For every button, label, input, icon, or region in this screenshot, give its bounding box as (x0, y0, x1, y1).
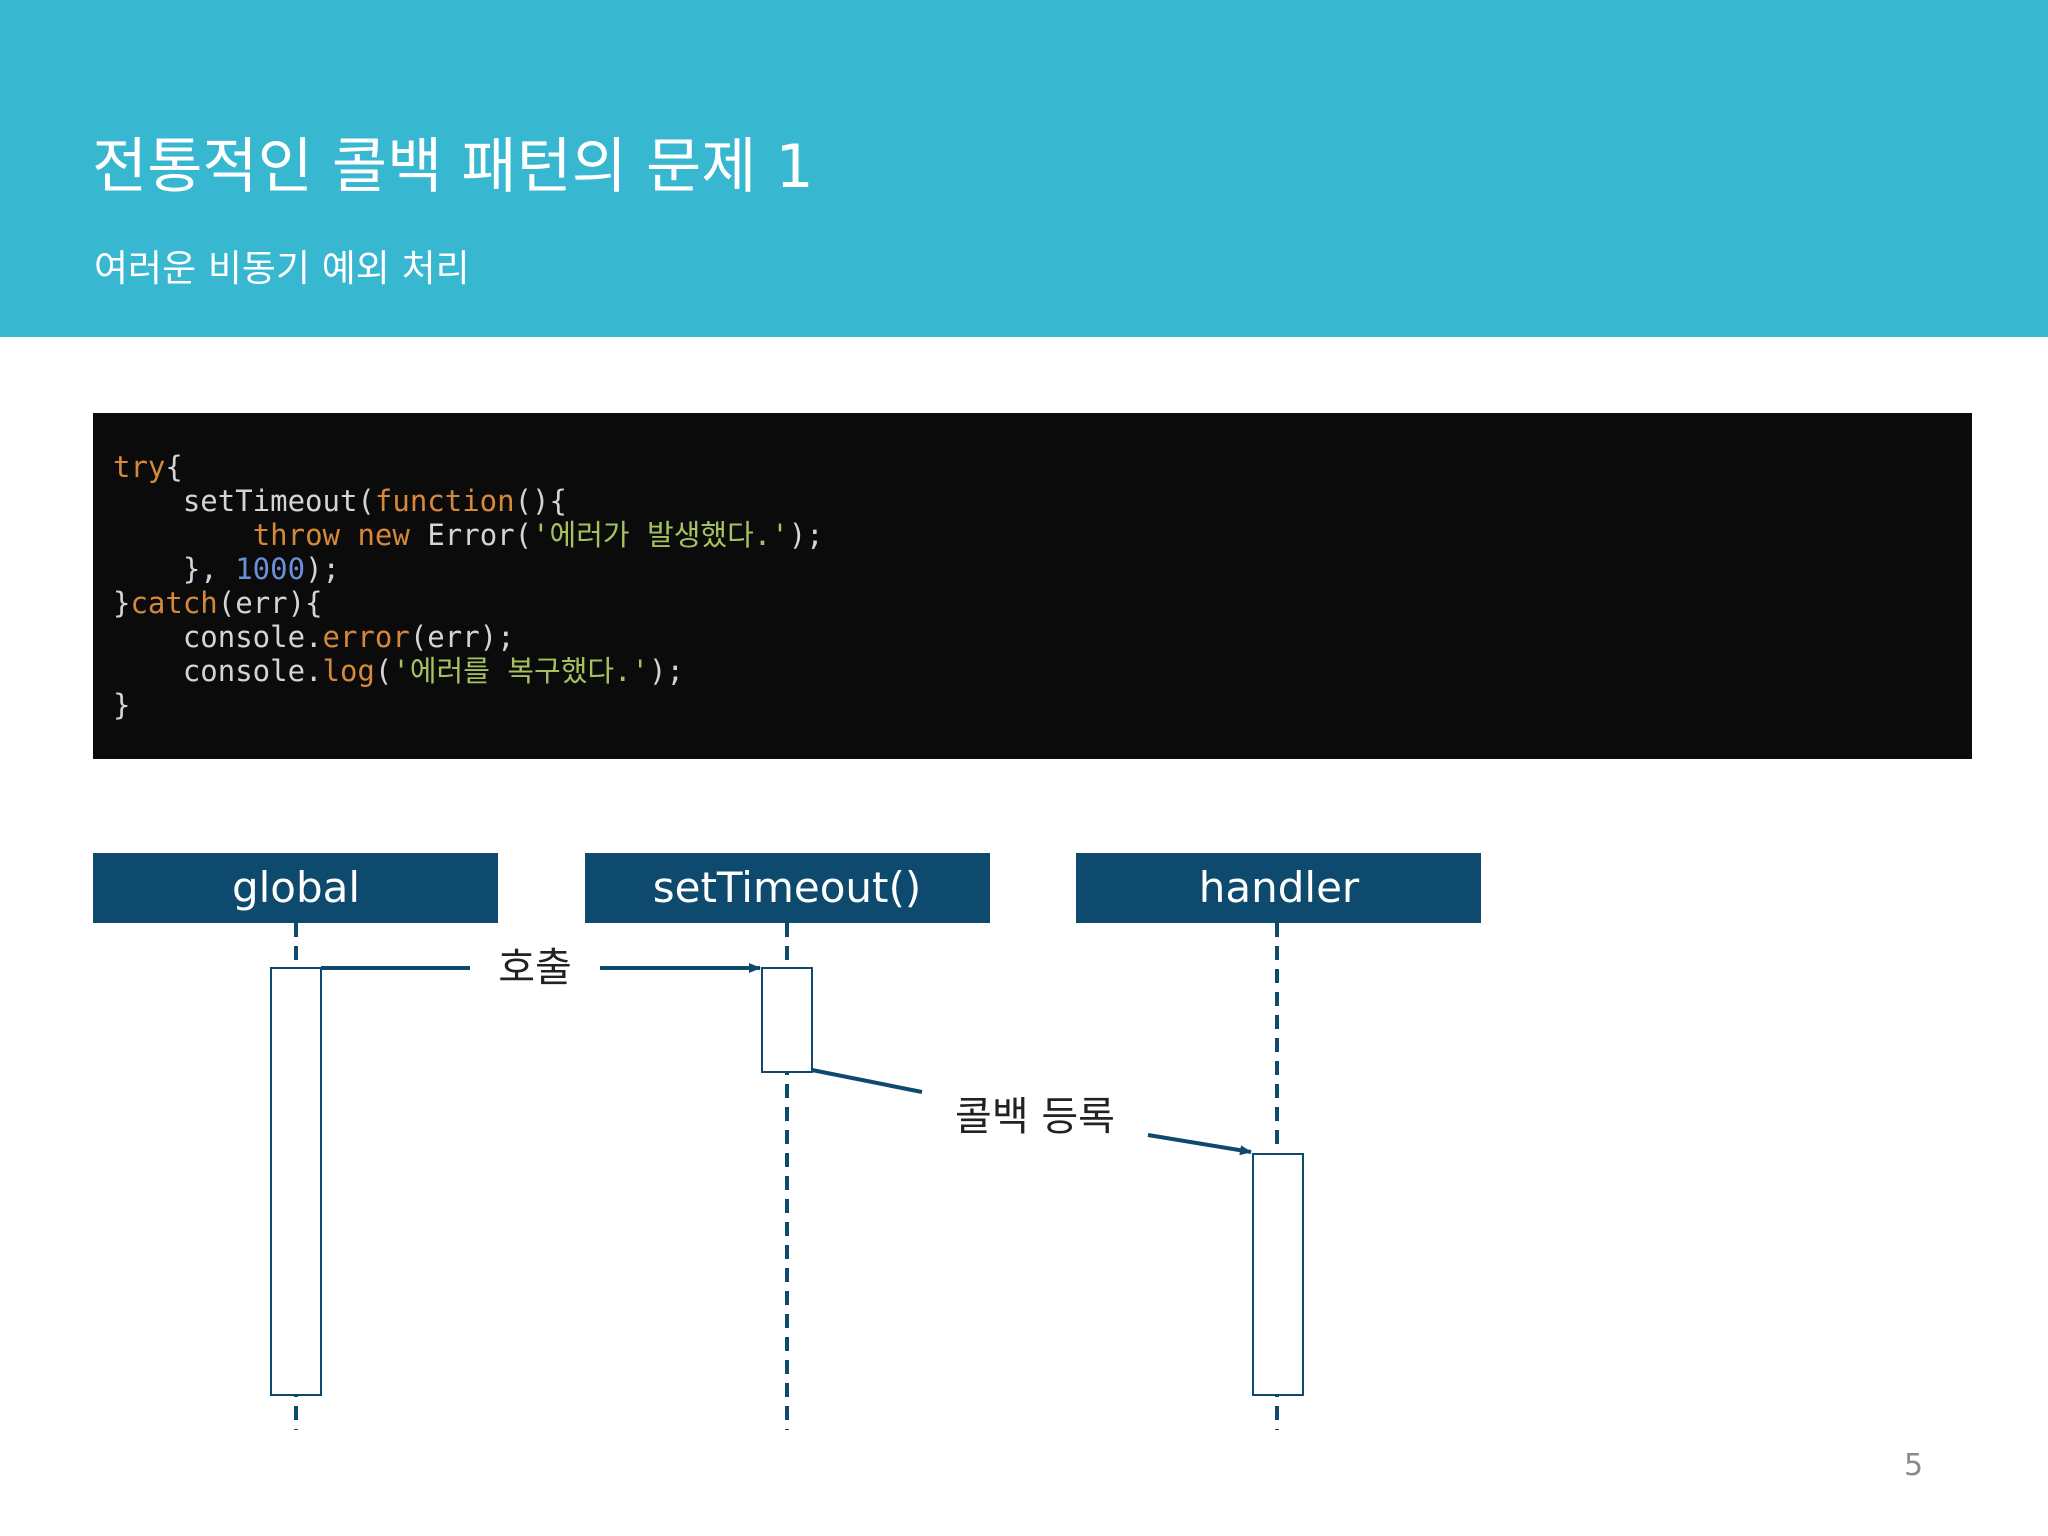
code-token: throw (252, 518, 340, 552)
participant-settimeout-label: setTimeout() (653, 863, 922, 912)
code-token: Error( (409, 518, 533, 552)
code-token: }, (113, 552, 236, 586)
activation-settimeout (761, 967, 813, 1073)
code-token: ); (648, 654, 684, 688)
code-line-6: console.error(err); (113, 620, 515, 654)
code-line-5: }catch(err){ (113, 586, 323, 620)
code-token: ); (788, 518, 824, 552)
message-register-label: 콜백 등록 (955, 1094, 1115, 1140)
code-token: console. (113, 654, 323, 688)
activation-global (270, 967, 322, 1396)
participant-global-label: global (232, 863, 360, 912)
code-token (340, 518, 357, 552)
message-register-line-a (811, 1068, 923, 1094)
code-token: ( (374, 654, 393, 688)
code-token: catch (130, 586, 218, 620)
code-line-7: console.log('에러를 복구했다.'); (113, 654, 684, 688)
code-token: function (374, 484, 515, 518)
code-block: try{ setTimeout(function(){ throw new Er… (93, 413, 1972, 759)
sequence-diagram: global setTimeout() handler 호출 콜백 등록 (93, 853, 1481, 1430)
code-line-4: }, 1000); (113, 552, 340, 586)
code-token: '에러를 복구했다.' (392, 654, 649, 688)
code-line-8: } (113, 688, 130, 722)
code-token: ); (305, 552, 340, 586)
slide-title: 전통적인 콜백 패턴의 문제 1 (92, 132, 814, 202)
participant-global: global (93, 853, 498, 923)
message-register-arrow (1147, 1133, 1252, 1156)
code-token: log (322, 654, 375, 688)
code-token: new (357, 518, 410, 552)
activation-handler (1252, 1153, 1304, 1396)
slide-subtitle: 여러운 비동기 예외 처리 (94, 247, 470, 290)
code-token: '에러가 발생했다.' (532, 518, 789, 552)
code-token: console. (113, 620, 323, 654)
participant-handler-label: handler (1199, 863, 1360, 912)
code-token: (err){ (217, 586, 323, 620)
code-line-1: try{ (113, 450, 183, 484)
participant-handler: handler (1076, 853, 1481, 923)
message-call-label: 호출 (498, 945, 572, 991)
code-token (113, 518, 253, 552)
code-token: 1000 (235, 552, 306, 586)
code-token: } (113, 688, 131, 722)
page-number: 5 (1904, 1448, 1924, 1483)
code-token: error (322, 620, 410, 654)
code-line-3: throw new Error('에러가 발생했다.'); (113, 518, 824, 552)
code-line-2: setTimeout(function(){ (113, 484, 567, 518)
code-token: (err); (409, 620, 515, 654)
slide-header: 전통적인 콜백 패턴의 문제 1 여러운 비동기 예외 처리 (0, 0, 2048, 337)
participant-settimeout: setTimeout() (585, 853, 990, 923)
code-token: { (165, 450, 183, 484)
code-token: try (113, 450, 166, 484)
code-token: setTimeout( (113, 484, 375, 518)
code-token: } (113, 586, 131, 620)
code-token: (){ (514, 484, 567, 518)
